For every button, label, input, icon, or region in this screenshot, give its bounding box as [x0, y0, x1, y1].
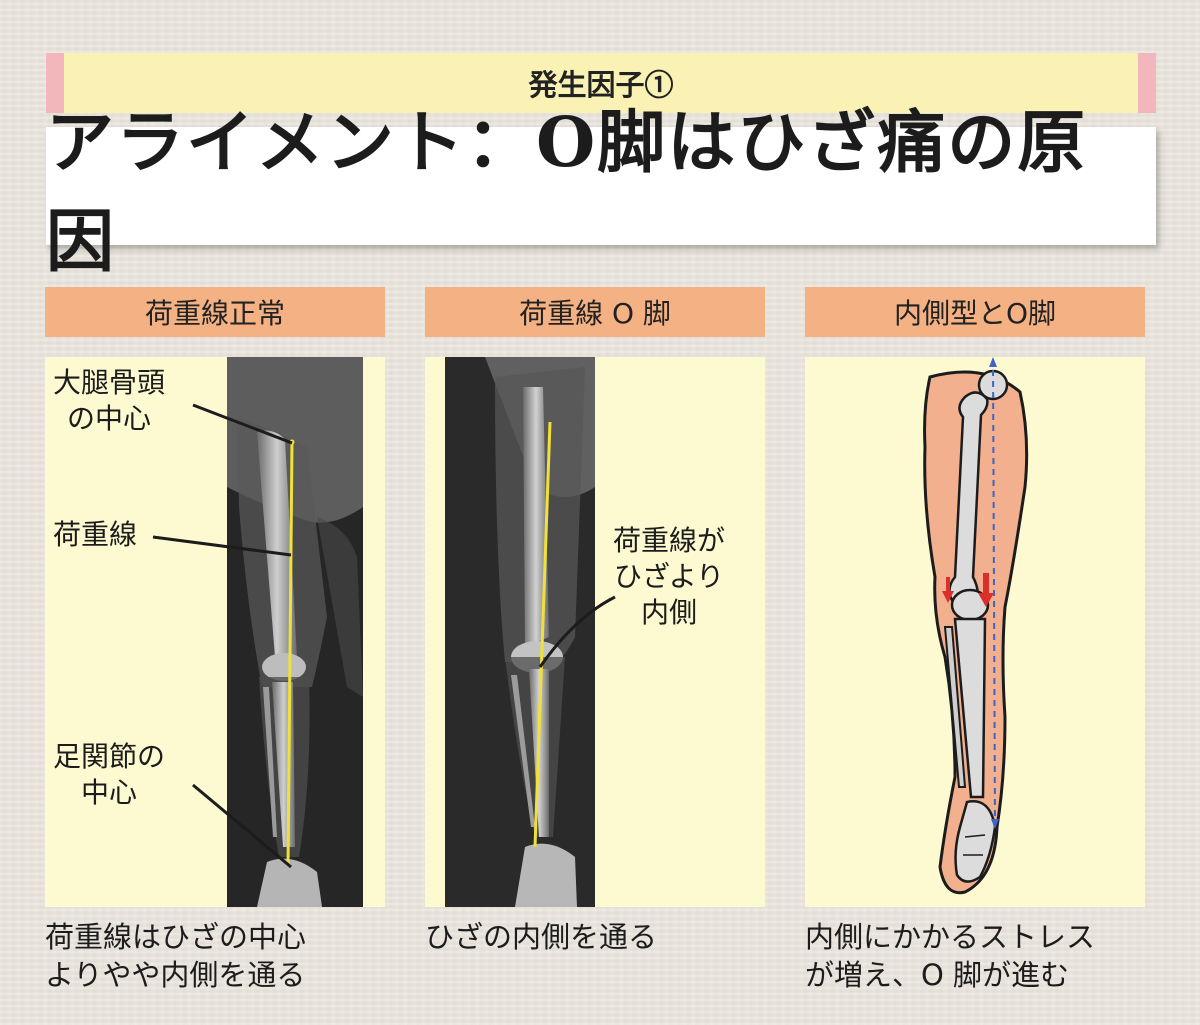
panel-normal-xray: 大腿骨頭 の中心 荷重線 足関節の 中心	[45, 357, 385, 907]
xray-image-o-leg	[445, 357, 595, 907]
column-header-o-leg: 荷重線 O 脚	[425, 287, 765, 337]
label-femoral-head: 大腿骨頭 の中心	[53, 366, 166, 435]
section-label: 発生因子①	[64, 53, 1138, 113]
panel-medial-illustration	[805, 357, 1145, 907]
column-header-normal: 荷重線正常	[45, 287, 385, 337]
label-load-line: 荷重線	[53, 518, 138, 551]
xray-image-normal	[227, 357, 363, 907]
leader-line-o-leg	[538, 595, 616, 668]
leg-illustration	[923, 357, 1029, 895]
caption-o-leg: ひざの内側を通る	[425, 920, 658, 954]
caption-normal: 荷重線はひざの中心 よりやや内側を通る	[45, 920, 307, 992]
label-load-line-medial: 荷重線が ひざより 内側	[613, 524, 726, 629]
label-ankle-center: 足関節の 中心	[53, 740, 166, 809]
leader-lines-normal	[152, 403, 293, 869]
caption-medial-type: 内側にかかるストレス が増え、O 脚が進む	[805, 920, 1096, 992]
page-title: アライメント：O脚はひざ痛の原因	[46, 103, 1156, 282]
column-header-medial-type: 内側型とO脚	[805, 287, 1145, 337]
panel-o-leg-xray: 荷重線が ひざより 内側	[425, 357, 765, 907]
